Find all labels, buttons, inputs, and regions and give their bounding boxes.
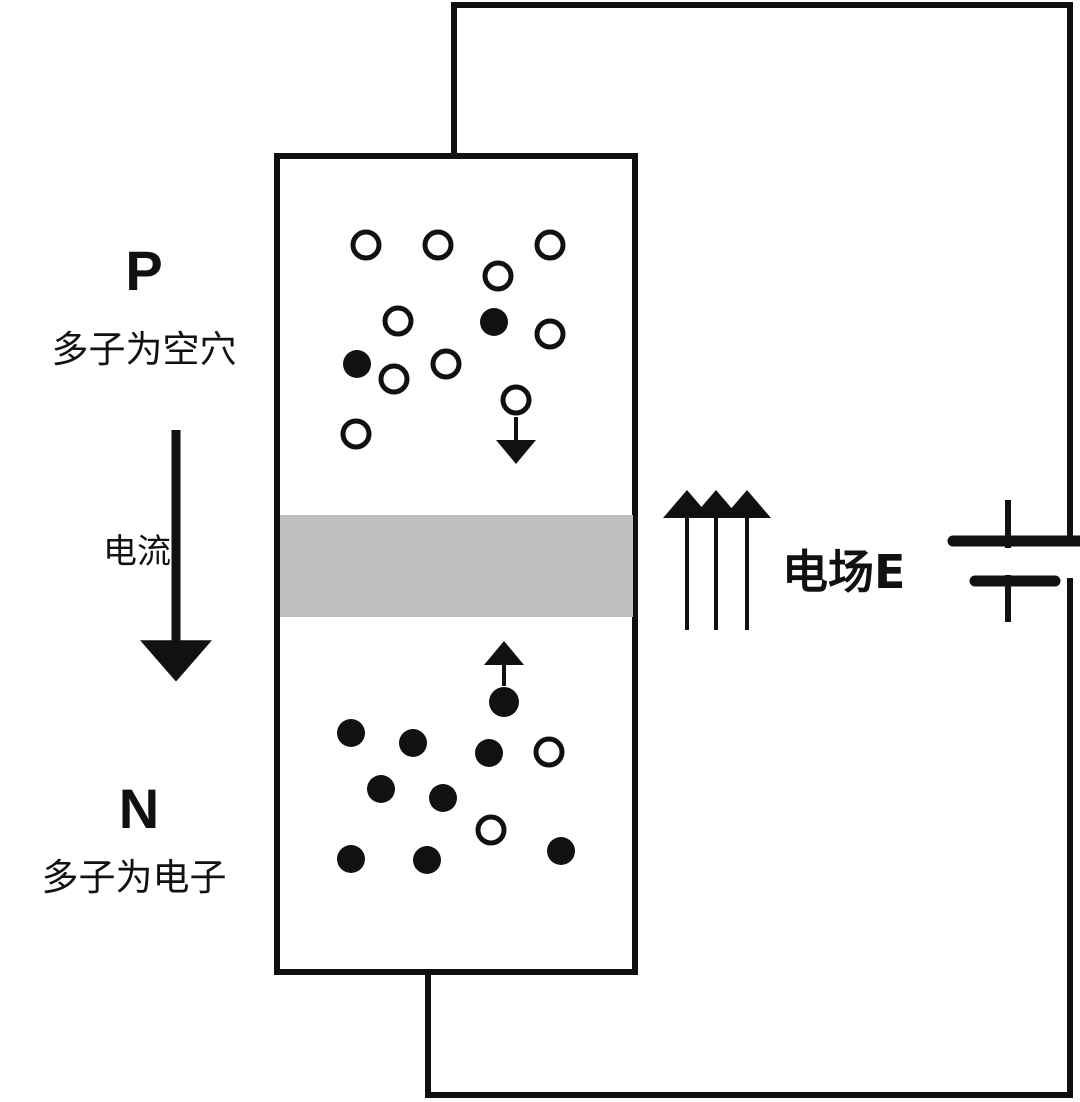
moving-hole-with-arrow [496,384,536,464]
depletion-region [280,515,633,617]
electron-filled [429,784,457,812]
hole-open [482,260,514,292]
hole-open [378,363,410,395]
electric-field-label: 电场E [782,545,905,599]
hole-open [422,229,454,261]
electric-field-arrows [663,490,771,630]
electron-filled-moving [489,687,519,717]
hole-open [475,814,507,846]
electron-filled [475,739,503,767]
hole-open-moving [500,384,532,416]
circuit-wires [425,2,1073,1098]
p-region-letter: P [125,239,162,302]
n-region-carriers [337,641,575,874]
wire-bottom-path [425,578,1073,1098]
hole-open [382,305,414,337]
hole-open [534,318,566,350]
hole-open [350,229,382,261]
battery-gap-mask [998,548,1018,575]
hole-open [340,418,372,450]
n-region-letter: N [119,777,159,840]
hole-open [533,736,565,768]
n-region-description: 多子为电子 [42,856,227,899]
electron-filled [413,846,441,874]
battery-symbol [947,500,1080,622]
semiconductor-body [274,153,638,975]
electron-filled [367,775,395,803]
hole-open [534,229,566,261]
p-region-description: 多子为空穴 [52,328,237,371]
hole-open [430,348,462,380]
current-label: 电流 [103,532,171,572]
text-labels: P 多子为空穴 电流 N 多子为电子 电场E [42,239,906,899]
wire-top-path [451,2,1073,544]
moving-electron-with-arrow [484,641,524,717]
electron-filled [337,719,365,747]
electron-filled [547,837,575,865]
electron-filled [399,729,427,757]
electron-filled [480,308,508,336]
p-region-carriers [340,229,566,464]
electron-filled [337,845,365,873]
electron-filled [343,350,371,378]
